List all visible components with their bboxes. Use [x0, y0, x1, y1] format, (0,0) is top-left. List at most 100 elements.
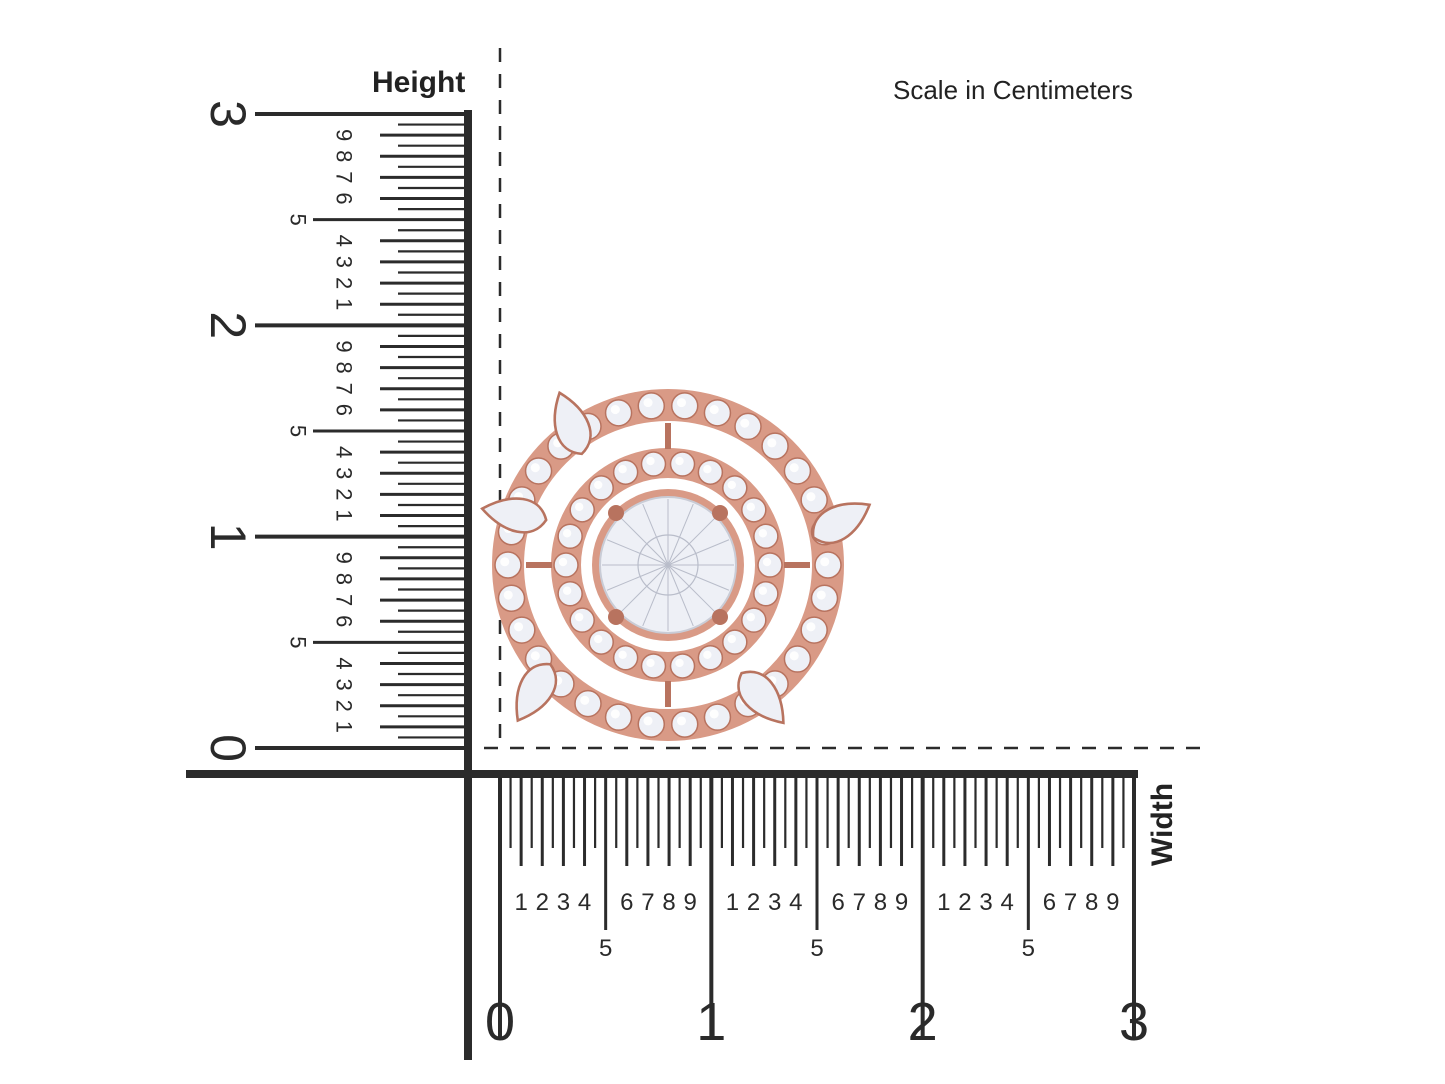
outer-stone [497, 584, 526, 613]
width-minor-label: 6 [831, 889, 844, 916]
height-minor-label: 2 [332, 277, 357, 289]
height-minor-label: 3 [332, 678, 357, 690]
inner-stone-glint [727, 480, 736, 490]
inner-stone [612, 645, 639, 671]
width-minor-label: 7 [1064, 889, 1077, 916]
height-minor-label: 7 [332, 383, 357, 395]
center-facet [667, 539, 730, 566]
inner-stone [588, 629, 614, 655]
inner-stone-glint [618, 465, 627, 474]
height-major-label: 3 [200, 100, 256, 128]
outer-stone [761, 432, 789, 460]
outer-stone-glint [767, 438, 777, 448]
height-major-label: 2 [200, 311, 256, 339]
outer-stone [508, 616, 536, 644]
inner-stone-glint [762, 557, 772, 567]
inner-stone-glint [558, 557, 568, 567]
height-minor-label: 1 [332, 509, 357, 521]
inner-stone [697, 645, 724, 671]
outer-stone-glint [530, 651, 540, 661]
height-minor-label: 5 [286, 214, 311, 226]
outer-stone [814, 551, 842, 579]
prong [712, 505, 728, 521]
height-label: Height [372, 66, 466, 99]
width-major-label: 2 [908, 992, 938, 1052]
width-minor-label: 3 [557, 889, 570, 916]
outer-stone-glint [503, 590, 513, 600]
height-minor-label: 7 [332, 594, 357, 606]
prong [608, 505, 624, 521]
width-minor-label: 4 [578, 889, 591, 916]
dashed-guides [484, 48, 1200, 750]
inner-stone-glint [646, 658, 655, 668]
inner-stone-glint [646, 456, 655, 466]
height-minor-label: 6 [332, 192, 357, 204]
height-major-label: 1 [200, 523, 256, 551]
outer-stone [800, 616, 828, 644]
width-minor-label: 5 [1022, 935, 1035, 962]
outer-stone-glint [806, 492, 816, 502]
pear-stone [480, 497, 548, 534]
center-table [637, 534, 699, 596]
outer-stone-glint [740, 418, 750, 428]
width-minor-label: 7 [853, 889, 866, 916]
inner-stone-glint [727, 634, 736, 644]
outer-stone-glint [643, 716, 653, 726]
height-minor-label: 2 [332, 488, 357, 500]
outer-stone-glint [789, 463, 799, 473]
width-minor-label: 9 [895, 889, 908, 916]
inner-stone [669, 451, 696, 477]
outer-stone [670, 710, 699, 738]
outer-stone [810, 584, 839, 613]
outer-stone [637, 710, 666, 738]
center-facet [667, 517, 716, 566]
inner-stone [722, 475, 748, 501]
inner-stone [741, 607, 767, 633]
inner-stone [588, 475, 614, 501]
width-minor-label: 2 [536, 889, 549, 916]
inner-stone [557, 523, 583, 550]
center-facet [667, 564, 716, 613]
outer-stone-glint [500, 557, 510, 567]
width-major-label: 0 [485, 992, 515, 1052]
height-minor-label: 8 [332, 573, 357, 585]
inner-stone [753, 523, 779, 550]
inner-stone [569, 497, 595, 523]
pear-stone [515, 662, 558, 723]
width-minor-label: 1 [514, 889, 527, 916]
inner-stone [640, 653, 667, 679]
center-facet [667, 564, 694, 627]
outer-stone [703, 399, 732, 427]
inner-stone [612, 459, 639, 485]
outer-stone [783, 645, 812, 673]
height-minor-label: 9 [332, 340, 357, 352]
height-minor-label: 8 [332, 361, 357, 373]
height-minor-label: 1 [332, 721, 357, 733]
outer-stone [637, 392, 666, 420]
width-ruler-spine [186, 770, 1138, 778]
outer-stone-glint [676, 716, 687, 726]
height-minor-label: 5 [286, 636, 311, 648]
height-minor-label: 4 [332, 446, 357, 458]
height-minor-label: 6 [332, 615, 357, 627]
outer-stone-glint [610, 405, 620, 415]
height-ruler-spine [464, 110, 472, 1060]
width-minor-label: 7 [641, 889, 654, 916]
height-minor-label: 3 [332, 256, 357, 268]
width-minor-label: 6 [620, 889, 633, 916]
width-major-label: 1 [696, 992, 726, 1052]
prong [712, 609, 728, 625]
height-minor-label: 5 [286, 425, 311, 437]
inner-stone-glint [703, 650, 712, 659]
inner-stone [553, 552, 579, 578]
prong [608, 609, 624, 625]
inner-stone-glint [618, 650, 627, 659]
outer-stone [800, 486, 828, 514]
height-major-label: 0 [200, 734, 256, 762]
outer-stone [783, 457, 812, 485]
outer-stone-glint [806, 622, 816, 632]
inner-stone-glint [594, 634, 603, 644]
outer-stone-glint [610, 709, 620, 719]
inner-stone-glint [746, 612, 756, 622]
height-minor-label: 3 [332, 467, 357, 479]
